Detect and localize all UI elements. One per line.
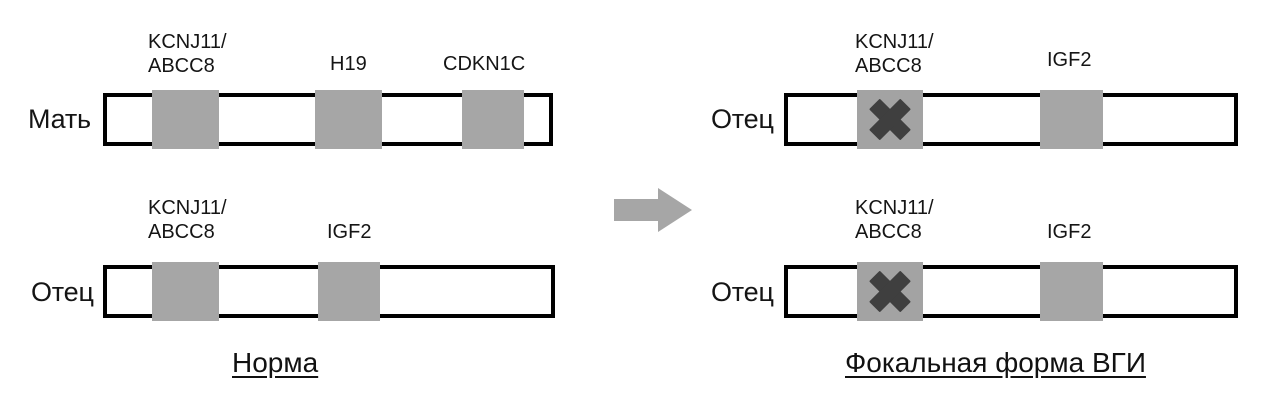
chromosome-father-right-1	[784, 93, 1238, 146]
gene-block-kcnj11-abcc8-father-right-2	[857, 262, 923, 321]
gene-block-h19-mother	[315, 90, 382, 149]
chromosome-father-right-2	[784, 265, 1238, 318]
mutation-x-icon	[857, 90, 923, 149]
gene-label-cdkn1c-mother: CDKN1C	[443, 52, 525, 76]
gene-label-line1: IGF2	[1047, 49, 1092, 71]
gene-label-igf2-father-right-2: IGF2	[1047, 220, 1091, 244]
gene-label-line1: KCNJ11/	[148, 31, 227, 53]
gene-label-line2: ABCC8	[148, 55, 215, 77]
caption-norma: Норма	[232, 347, 319, 378]
gene-label-igf2-father-right-1: IGF2	[1047, 48, 1091, 72]
gene-block-kcnj11-abcc8-father-left	[152, 262, 219, 321]
gene-label-h19-mother: H19	[330, 52, 367, 76]
transition-arrow	[614, 188, 692, 232]
gene-label-line1: IGF2	[1047, 221, 1092, 243]
gene-label-kcnj11-abcc8-father-right-2: KCNJ11/ ABCC8	[855, 196, 934, 244]
parent-label-father-right-2: Отец	[711, 277, 774, 307]
gene-label-igf2-father-left: IGF2	[327, 220, 371, 244]
gene-block-igf2-father-left	[318, 262, 380, 321]
gene-label-line2: ABCC8	[148, 221, 215, 243]
gene-label-line1: CDKN1C	[443, 53, 526, 75]
gene-label-kcnj11-abcc8-father-left: KCNJ11/ ABCC8	[148, 196, 227, 244]
gene-label-kcnj11-abcc8-mother: KCNJ11/ ABCC8	[148, 30, 227, 78]
gene-label-line1: IGF2	[327, 221, 372, 243]
gene-label-line1: KCNJ11/	[855, 31, 934, 53]
parent-label-father-right-1: Отец	[711, 104, 774, 134]
gene-label-line1: KCNJ11/	[148, 197, 227, 219]
gene-label-line2: ABCC8	[855, 221, 922, 243]
parent-label-mother: Мать	[28, 104, 91, 134]
parent-label-father-left: Отец	[31, 277, 94, 307]
gene-block-igf2-father-right-2	[1040, 262, 1103, 321]
gene-block-kcnj11-abcc8-father-right-1	[857, 90, 923, 149]
gene-label-line1: H19	[330, 53, 367, 75]
gene-block-igf2-father-right-1	[1040, 90, 1103, 149]
gene-block-cdkn1c-mother	[462, 90, 524, 149]
right-block-arrow-icon	[614, 188, 692, 232]
gene-label-kcnj11-abcc8-father-right-1: KCNJ11/ ABCC8	[855, 30, 934, 78]
gene-label-line2: ABCC8	[855, 55, 922, 77]
gene-block-kcnj11-abcc8-mother	[152, 90, 219, 149]
mutation-x-icon	[857, 262, 923, 321]
caption-focal-form: Фокальная форма ВГИ	[845, 347, 1146, 378]
gene-label-line1: KCNJ11/	[855, 197, 934, 219]
